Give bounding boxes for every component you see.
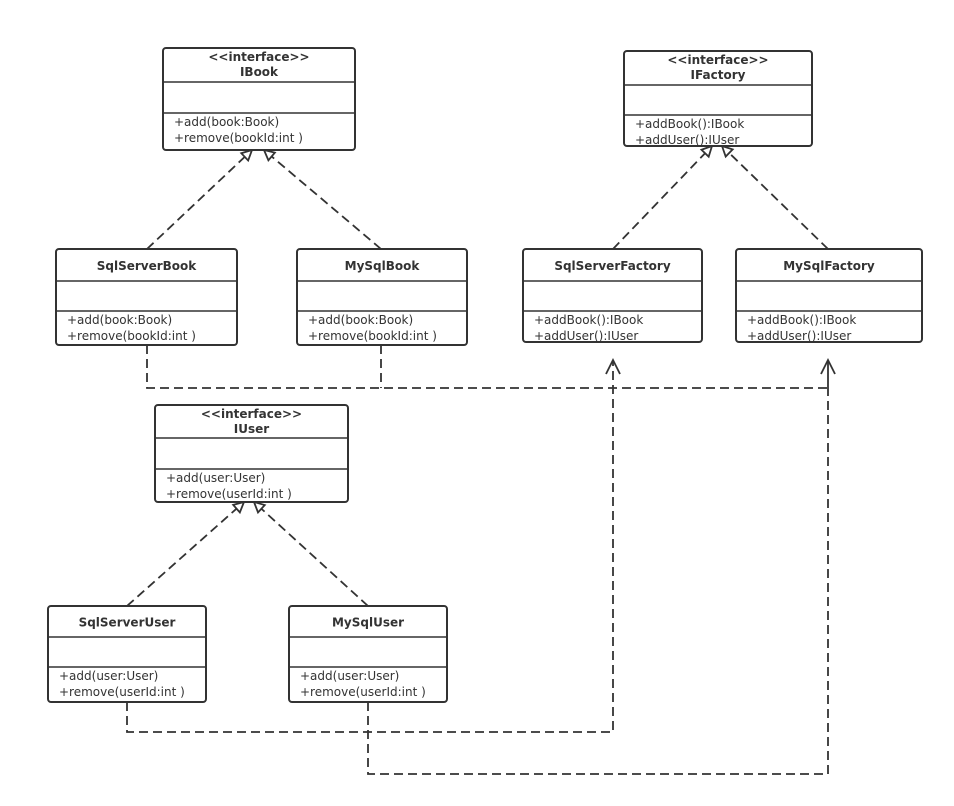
class-sqlserverbook[interactable]: SqlServerBook +add(book:Book) +remove(book… (55, 248, 238, 346)
method: +add(user:User) (59, 669, 158, 683)
class-name: SqlServerBook (97, 259, 198, 273)
class-box (735, 248, 923, 343)
class-name: IBook (240, 65, 279, 79)
method: +addUser():IUser (747, 329, 851, 343)
class-mysqlfactory[interactable]: MySqlFactory +addBook():IBook +addUser():I… (735, 248, 923, 343)
class-box (162, 47, 356, 151)
hollow-triangle-icon (231, 500, 246, 515)
hollow-triangle-icon (720, 144, 735, 159)
class-name: SqlServerUser (79, 616, 176, 630)
open-arrowhead-icon (605, 357, 621, 375)
realization-arrow (262, 148, 382, 250)
stereotype: <<interface>> (201, 407, 302, 421)
class-mysqluser[interactable]: MySqlUser +add(user:User) +remove(userId:i… (288, 605, 448, 703)
class-box (55, 248, 238, 346)
realization-arrow (720, 144, 829, 250)
method: +add(book:Book) (174, 115, 279, 129)
method: +remove(userId:int ) (59, 685, 185, 699)
class-box (522, 248, 703, 343)
method: +addUser():IUser (534, 329, 638, 343)
method: +remove(bookId:int ) (174, 131, 303, 145)
dependency-arrow (367, 388, 829, 775)
class-box (47, 605, 207, 703)
method: +remove(userId:int ) (300, 685, 426, 699)
method: +add(book:Book) (308, 313, 413, 327)
class-name: SqlServerFactory (554, 259, 671, 273)
method: +remove(userId:int ) (166, 487, 292, 501)
method: +add(user:User) (166, 471, 265, 485)
method: +addBook():IBook (635, 117, 744, 131)
hollow-triangle-icon (262, 148, 277, 162)
stereotype: <<interface>> (667, 53, 768, 67)
method: +addBook():IBook (747, 313, 856, 327)
method: +addBook():IBook (534, 313, 643, 327)
dependency-arrow (146, 345, 828, 389)
hollow-triangle-icon (252, 500, 267, 515)
class-name: MySqlBook (345, 259, 421, 273)
dependency-arrow (126, 362, 614, 733)
open-arrowhead-icon (820, 357, 836, 375)
method: +remove(bookId:int ) (308, 329, 437, 343)
class-box (296, 248, 468, 346)
method: +addUser():IUser (635, 133, 739, 147)
realization-arrow (252, 500, 369, 607)
class-iuser[interactable]: <<interface>>IUser +add(user:User) +remove… (154, 404, 349, 503)
hollow-triangle-icon (239, 148, 254, 163)
method: +add(book:Book) (67, 313, 172, 327)
class-box (154, 404, 349, 503)
class-box (288, 605, 448, 703)
hollow-triangle-icon (699, 144, 714, 159)
class-mysqlbook[interactable]: MySqlBook +add(book:Book) +remove(bookId:i… (296, 248, 468, 346)
method: +remove(bookId:int ) (67, 329, 196, 343)
class-name: MySqlFactory (783, 259, 875, 273)
stereotype: <<interface>> (208, 50, 309, 64)
class-name: IUser (234, 422, 269, 436)
realization-arrow (126, 500, 246, 607)
realization-arrow (612, 144, 714, 250)
class-name: IFactory (691, 68, 746, 82)
class-name: MySqlUser (332, 616, 404, 630)
method: +add(user:User) (300, 669, 399, 683)
class-sqlserveruser[interactable]: SqlServerUser +add(user:User) +remove(user… (47, 605, 207, 703)
realization-arrow (146, 148, 254, 250)
class-ifactory[interactable]: <<interface>>IFactory +addBook():IBook +ad… (623, 50, 813, 147)
class-sqlserverfactory[interactable]: SqlServerFactory +addBook():IBook +addUser… (522, 248, 703, 343)
class-box (623, 50, 813, 147)
class-ibook[interactable]: <<interface>>IBook +add(book:Book) +remove… (162, 47, 356, 151)
